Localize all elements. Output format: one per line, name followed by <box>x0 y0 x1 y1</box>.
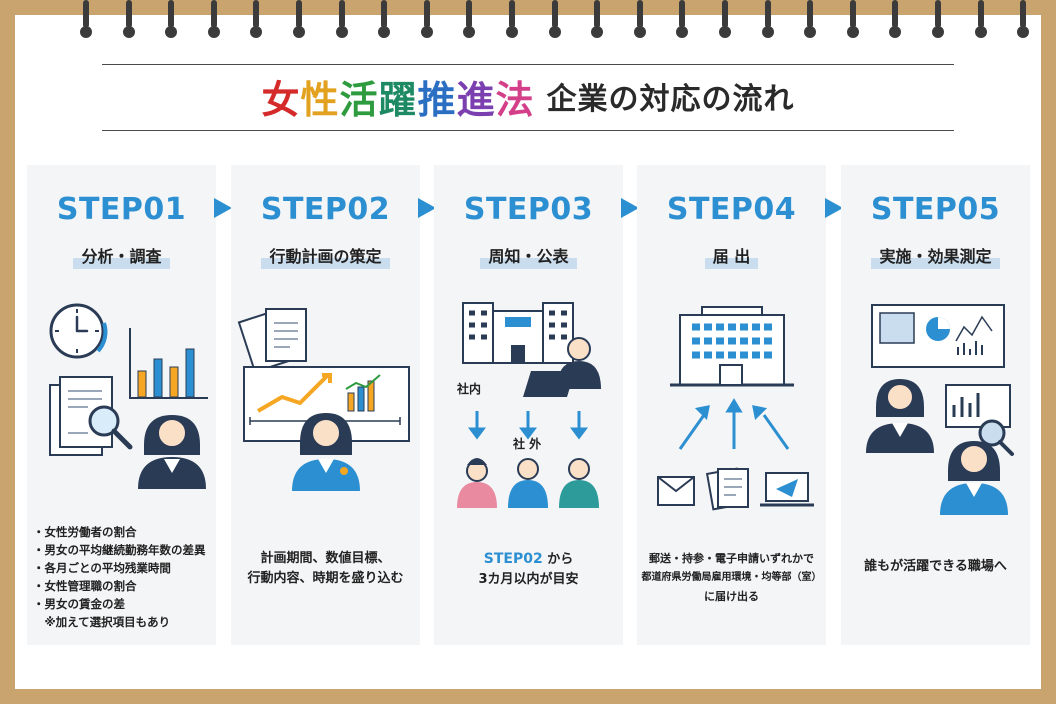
step-arrow-icon <box>214 198 232 218</box>
binder-ring-icon <box>463 0 476 44</box>
analysis-items: ・女性労働者の割合 ・男女の平均継続勤務年数の差異 ・各月ごとの平均残業時間 ・… <box>33 523 215 631</box>
analysis-icon <box>945 384 1014 456</box>
list-item: ・女性労働者の割合 <box>33 525 137 539</box>
binder-ring-icon <box>420 0 433 44</box>
binder-ring-icon <box>932 0 944 44</box>
title-char: 女 <box>261 76 301 122</box>
laptop-submit-icon <box>760 472 814 507</box>
binder-ring-icon <box>974 0 987 44</box>
binder-ring-icon <box>719 0 731 44</box>
step-arrow-icon <box>825 198 843 218</box>
binder-ring-icon <box>804 0 817 44</box>
list-item: ・男女の賃金の差 <box>33 597 125 611</box>
bar-chart-icon <box>129 328 208 399</box>
binder-ring-icon <box>250 0 263 44</box>
step-arrow-icon <box>621 198 639 218</box>
office-building-icon <box>462 302 574 364</box>
title-char: 躍 <box>378 76 418 122</box>
clock-icon <box>49 303 108 359</box>
step-subtitle: 分析・調査 <box>73 243 170 269</box>
government-building-icon <box>670 306 794 387</box>
list-item: ・男女の平均継続勤務年数の差異 <box>33 543 206 557</box>
step-label: STEP04 <box>666 192 797 227</box>
step-panel-1: STEP01 分析・調査 ・女性労働者 <box>27 165 216 645</box>
title-char: 性 <box>300 76 340 122</box>
list-item: ・各月ごとの平均残業時間 <box>33 561 171 575</box>
submission-illustration <box>657 306 814 511</box>
step-subtitle: 届 出 <box>704 243 759 269</box>
step-panel-2: STEP02 行動計画の策定 計画期間、数値目標、 行動内容、時期を盛り込む <box>231 165 420 645</box>
binder-ring-icon <box>506 0 518 44</box>
binder-ring-icon <box>378 0 391 44</box>
step-label: STEP02 <box>260 192 391 227</box>
announce-illustration: 社内 社 外 <box>456 302 601 508</box>
external-label: 社 外 <box>512 436 541 451</box>
step-panel-4: STEP04 届 出 郵送・持参・電子申請いず <box>637 165 826 645</box>
step-description: STEP02 から 3カ月以内が目安 <box>478 551 579 587</box>
businesswoman-icon <box>292 413 360 491</box>
plan-illustration <box>237 308 410 491</box>
binder-ring-icon <box>1017 0 1030 44</box>
step-subtitle: 行動計画の策定 <box>261 243 390 269</box>
mail-icon <box>657 476 695 506</box>
step-label: STEP05 <box>870 192 1001 227</box>
step-description: 郵送・持参・電子申請いずれかで 都道府県労働局雇用環境・均等部（室） に届け出る <box>641 552 822 603</box>
title-top-rule <box>102 64 954 65</box>
binder-ring-icon <box>293 0 305 44</box>
step-reference: STEP02 <box>483 551 543 567</box>
businesswoman-icon <box>866 379 934 453</box>
list-item: ・女性管理職の割合 <box>33 579 137 593</box>
binder-ring-icon <box>165 0 178 44</box>
binder-ring-icon <box>846 0 859 44</box>
binder-ring-icon <box>889 0 902 44</box>
page-subtitle: 企業の対応の流れ <box>546 82 795 117</box>
step-label: STEP01 <box>56 192 187 227</box>
title-char: 推 <box>417 76 457 122</box>
step-description: 誰もが活躍できる職場へ <box>864 559 1007 574</box>
up-arrows-icon <box>678 398 790 450</box>
binder-ring-icon <box>633 0 646 44</box>
binder-ring-icon <box>122 0 135 44</box>
binder-ring-icon <box>676 0 689 44</box>
analysis-illustration <box>49 303 208 489</box>
title-char: 法 <box>495 76 535 122</box>
binder-ring-icon <box>207 0 220 44</box>
title-row: 女性活躍推進法 企業の対応の流れ <box>0 66 1056 126</box>
dashboard-icon <box>871 304 1005 368</box>
step-subtitle: 周知・公表 <box>480 243 577 269</box>
evaluation-illustration <box>866 304 1014 515</box>
down-arrows-icon <box>468 411 588 440</box>
presenter-laptop-icon <box>523 337 601 397</box>
title-char: 進 <box>456 76 496 122</box>
binder-ring-icon <box>548 0 561 44</box>
businesswoman-icon <box>138 415 206 489</box>
binder-ring-icon <box>761 0 774 44</box>
step-panel-3: STEP03 周知・公表 社内 社 外 <box>434 165 623 645</box>
list-item: ※加えて選択項目もあり <box>33 615 171 629</box>
businesswoman-icon <box>940 441 1008 515</box>
binder-ring-icon <box>591 0 604 44</box>
step-panel-5: STEP05 実施・効果測定 誰もが活 <box>841 165 1030 645</box>
document-search-icon <box>49 376 133 456</box>
documents-icon <box>705 467 749 511</box>
binder-ring-icon <box>80 0 92 44</box>
documents-icon <box>237 308 307 374</box>
internal-label: 社内 <box>456 381 481 396</box>
step-label: STEP03 <box>463 192 594 227</box>
title-bottom-rule <box>102 130 954 131</box>
step-arrow-icon <box>418 198 436 218</box>
people-icon <box>457 458 599 508</box>
step-description: 計画期間、数値目標、 行動内容、時期を盛り込む <box>247 551 404 586</box>
page-title: 女性活躍推進法 <box>261 69 534 124</box>
title-char: 活 <box>339 76 379 122</box>
step-subtitle: 実施・効果測定 <box>871 243 1000 269</box>
binder-ring-icon <box>335 0 348 44</box>
